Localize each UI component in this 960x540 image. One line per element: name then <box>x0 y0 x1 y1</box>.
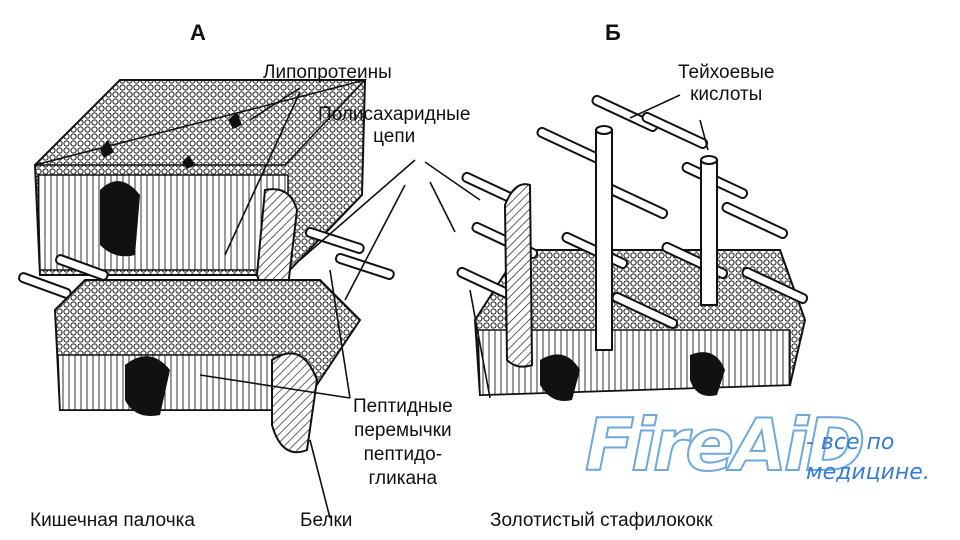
label-peptidoglycan-bridges: Пептидные перемычки пептидо- гликана <box>353 395 453 491</box>
watermark-tagline: - все по медицине. <box>806 428 930 488</box>
label-polysaccharide-chains: Полисахаридные цепи <box>318 104 470 148</box>
label-peptide-line-3: пептидо- <box>353 443 453 467</box>
label-proteins: Белки <box>300 510 352 532</box>
caption-staph: Золотистый стафилококк <box>490 510 713 532</box>
watermark-tagline-line-2: медицине. <box>806 458 930 488</box>
label-teichoic-line-2: кислоты <box>678 84 774 106</box>
ecoli-inner-membrane <box>55 280 360 452</box>
label-lipoproteins: Липопротеины <box>263 62 392 84</box>
label-teichoic-line-1: Тейхоевые <box>678 62 774 84</box>
caption-ecoli: Кишечная палочка <box>30 510 195 532</box>
panel-b-label: Б <box>605 20 621 46</box>
label-polysaccharide-line-2: цепи <box>318 126 470 148</box>
panel-a-label: А <box>190 20 206 46</box>
label-peptide-line-4: гликана <box>353 467 453 491</box>
label-peptide-line-1: Пептидные <box>353 395 453 419</box>
watermark-tagline-line-1: - все по <box>806 428 930 458</box>
label-peptide-line-2: перемычки <box>353 419 453 443</box>
label-teichoic-acids: Тейхоевые кислоты <box>678 62 774 106</box>
label-polysaccharide-line-1: Полисахаридные <box>318 104 470 126</box>
